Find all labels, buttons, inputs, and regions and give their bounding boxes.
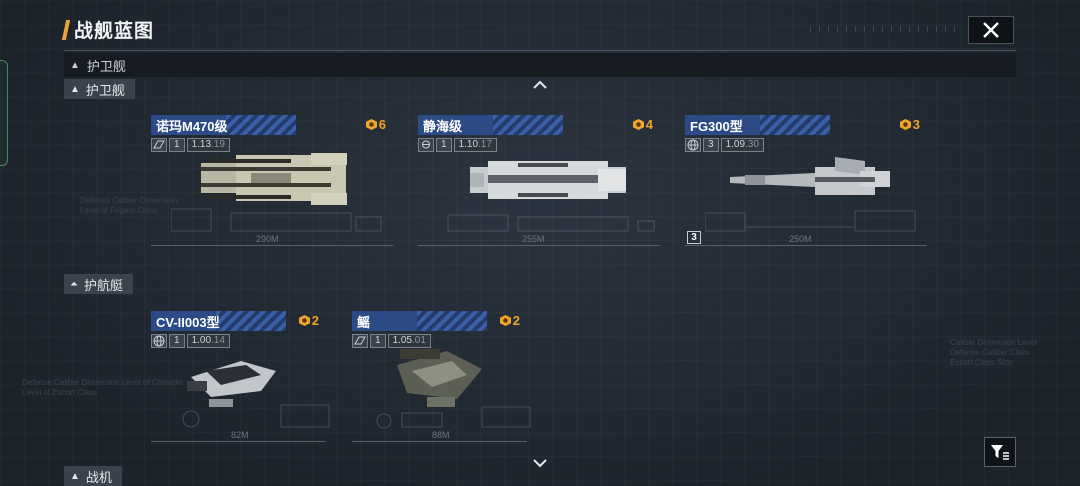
blueprint-sketch xyxy=(705,210,916,232)
blueprint-coin-icon xyxy=(632,119,644,130)
ship-name-bar: 鳐 xyxy=(352,311,487,331)
category-corvette[interactable]: ⏶ 护航艇 xyxy=(64,274,134,294)
ship-name: 静海级 xyxy=(423,118,463,134)
ship-image xyxy=(470,161,626,199)
header-divider xyxy=(64,50,1016,51)
page-title: 战舰蓝图 xyxy=(74,21,155,42)
version-code: 1.09.30 xyxy=(720,137,764,152)
globe-icon xyxy=(151,333,167,348)
version-code: 1.13.19 xyxy=(186,137,230,152)
globe-icon xyxy=(685,137,701,152)
sticky-category: ▲ 护卫舰 xyxy=(70,58,126,74)
blueprint-coin-icon xyxy=(298,315,310,326)
version-code: 1.05.01 xyxy=(387,333,431,348)
class-icon xyxy=(418,137,434,152)
bg-decor-text: Defense Caliber Dimension Level of Corve… xyxy=(22,378,183,397)
length-scale xyxy=(685,245,927,246)
ship-length: 250M xyxy=(789,234,812,244)
class-icon xyxy=(151,137,167,152)
blueprint-sketch xyxy=(376,406,531,429)
ship-card-5[interactable]: 鳐 2 1 1.05.01 88M xyxy=(352,311,531,451)
ship-count: 2 xyxy=(298,313,319,328)
ship-length: 290M xyxy=(256,234,279,244)
length-scale xyxy=(418,245,660,246)
blueprint-coin-icon xyxy=(899,119,911,130)
version-info: 1 1.05.01 xyxy=(352,333,431,348)
ship-count: 6 xyxy=(365,117,386,132)
title-accent xyxy=(61,19,71,40)
next-class-icon: ▲ xyxy=(70,470,80,482)
ship-count: 3 xyxy=(899,117,920,132)
ship-name-bar: CV-II003型 xyxy=(151,311,286,331)
corvette-class-icon: ⏶ xyxy=(70,278,78,290)
version-info: 1 1.00.14 xyxy=(151,333,230,348)
ship-image xyxy=(397,349,482,407)
filter-icon xyxy=(991,445,1009,460)
length-scale xyxy=(151,441,326,442)
ship-name-bar: FG300型 xyxy=(685,115,830,135)
close-icon xyxy=(983,22,999,38)
ship-name: 鳐 xyxy=(357,314,371,330)
title-bar: 战舰蓝图 xyxy=(61,16,155,43)
tier-badge: 3 xyxy=(687,231,701,244)
ship-name: 诺玛M470级 xyxy=(156,118,228,134)
category-next[interactable]: ▲ 战机 xyxy=(64,466,122,486)
ship-length: 82M xyxy=(231,430,249,440)
ship-length: 88M xyxy=(432,430,450,440)
ship-image xyxy=(730,157,890,195)
sticky-category-bar[interactable]: ▲ 护卫舰 xyxy=(64,53,1016,77)
version-info: 1 1.10.17 xyxy=(418,137,497,152)
ship-image xyxy=(187,361,276,407)
left-edge-tab[interactable] xyxy=(0,60,8,166)
frigate-class-icon: ▲ xyxy=(70,83,80,95)
ship-name-bar: 诺玛M470级 xyxy=(151,115,296,135)
frigate-class-icon: ▲ xyxy=(70,59,80,71)
ship-length: 255M xyxy=(522,234,545,244)
version-info: 1 1.13.19 xyxy=(151,137,230,152)
version-info: 3 1.09.30 xyxy=(685,137,764,152)
ship-name: CV-II003型 xyxy=(156,314,220,330)
scroll-down-icon[interactable] xyxy=(532,458,548,468)
filter-button[interactable] xyxy=(984,437,1016,467)
length-scale xyxy=(151,245,393,246)
ship-card-3[interactable]: FG300型 3 3 1.09.30 3 250M xyxy=(685,115,930,255)
ship-image xyxy=(201,153,347,205)
version-code: 1.00.14 xyxy=(186,333,230,348)
ship-card-2[interactable]: 静海级 4 1 1.10.17 255M xyxy=(418,115,663,255)
blueprint-sketch xyxy=(447,214,655,232)
blueprint-coin-icon xyxy=(499,315,511,326)
ship-name-bar: 静海级 xyxy=(418,115,563,135)
scroll-up-icon[interactable] xyxy=(532,80,548,90)
category-frigate[interactable]: ▲ 护卫舰 xyxy=(64,79,135,99)
blueprint-sketch xyxy=(171,208,382,232)
ship-name: FG300型 xyxy=(690,118,743,134)
length-scale xyxy=(352,441,527,442)
version-code: 1.10.17 xyxy=(453,137,497,152)
blueprint-coin-icon xyxy=(365,119,377,130)
blueprint-sketch xyxy=(182,404,330,428)
ship-card-4[interactable]: CV-II003型 2 1 1.00.14 82M xyxy=(151,311,330,451)
ship-count: 2 xyxy=(499,313,520,328)
decorative-ticks xyxy=(810,26,960,32)
ship-count: 4 xyxy=(632,117,653,132)
class-icon xyxy=(352,333,368,348)
ship-card-1[interactable]: 诺玛M470级 6 1 1.13.19 290M xyxy=(151,115,396,255)
close-button[interactable] xyxy=(968,16,1014,44)
